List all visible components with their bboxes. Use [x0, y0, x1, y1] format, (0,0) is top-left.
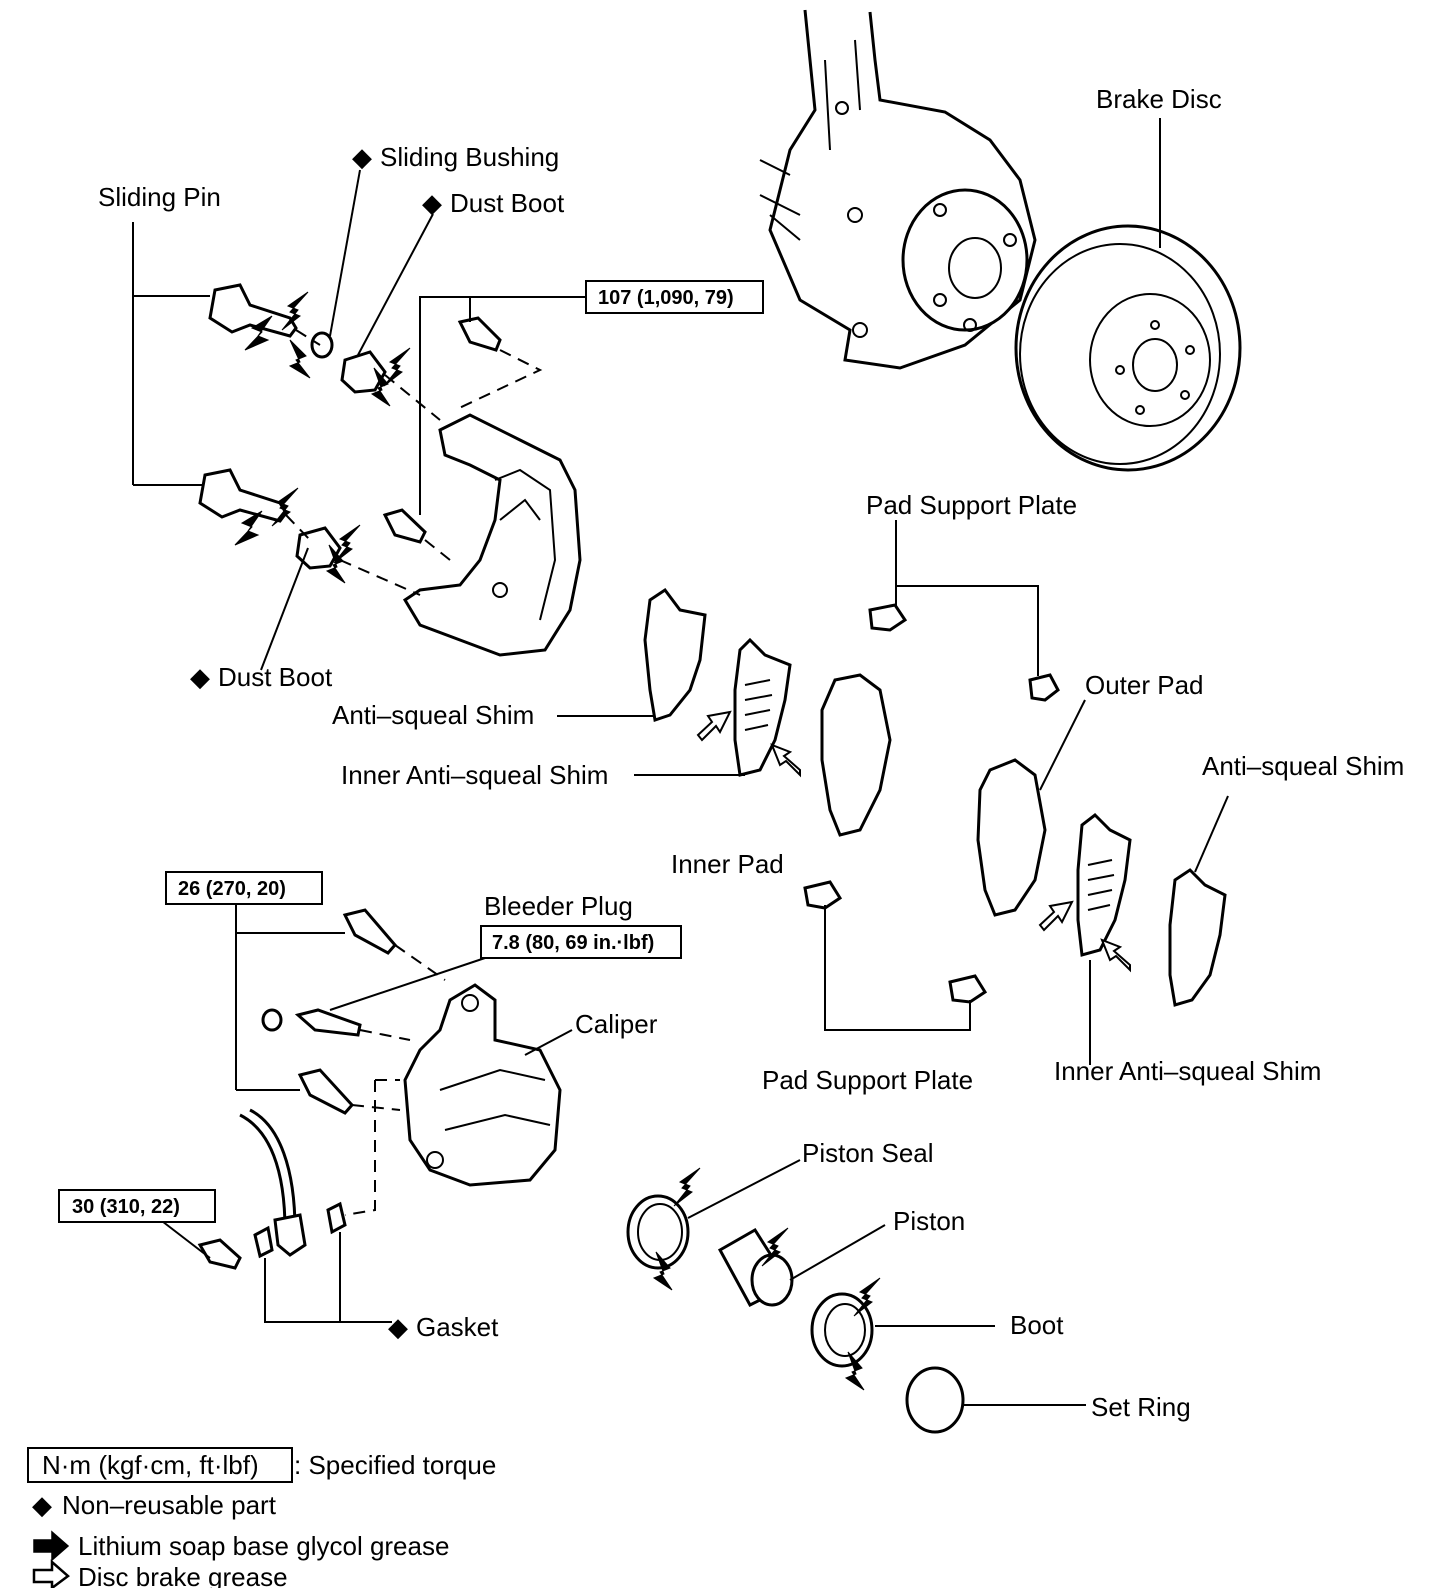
legend-torque-box	[27, 1447, 293, 1483]
brake-disc	[1014, 224, 1242, 472]
sliding-pin-lower	[198, 468, 288, 523]
anti-squeal-shim-right	[1168, 868, 1227, 1007]
piston	[717, 1227, 794, 1307]
label-piston-seal: Piston Seal	[802, 1138, 934, 1168]
pad-support-plate-top-b	[1028, 673, 1060, 702]
label-dust-boot-top: Dust Boot	[450, 188, 565, 218]
label-bleeder-plug: Bleeder Plug	[484, 891, 633, 921]
label-dust-boot-bottom: Dust Boot	[218, 662, 333, 692]
label-set-ring: Set Ring	[1091, 1392, 1191, 1422]
label-anti-squeal-shim-left: Anti–squeal Shim	[332, 700, 534, 730]
set-ring	[905, 1366, 965, 1434]
pad-support-plate-top-a	[868, 603, 908, 632]
legend: N·m (kgf·cm, ft·lbf) : Specified torque …	[27, 1447, 496, 1588]
leader-lines	[132, 118, 1229, 1406]
torque-box-mount-bolt	[585, 280, 764, 314]
label-inner-anti-squeal-shim-right: Inner Anti–squeal Shim	[1054, 1056, 1321, 1086]
label-outer-pad: Outer Pad	[1085, 670, 1204, 700]
label-gasket: Gasket	[416, 1312, 499, 1342]
caliper-bolt-lower	[297, 1068, 355, 1115]
legend-disc-grease-arrow-icon	[32, 1559, 70, 1588]
label-inner-anti-squeal-shim-left: Inner Anti–squeal Shim	[341, 760, 608, 790]
label-boot: Boot	[1010, 1310, 1064, 1340]
inner-anti-squeal-shim-left	[733, 637, 792, 777]
nonreusable-mark-gasket: ◆	[388, 1312, 408, 1342]
legend-specified-torque: : Specified torque	[294, 1450, 496, 1480]
legend-nonreusable-text: Non–reusable part	[62, 1490, 277, 1520]
label-sliding-bushing: Sliding Bushing	[380, 142, 559, 172]
label-inner-pad: Inner Pad	[671, 849, 784, 879]
label-caliper: Caliper	[575, 1009, 658, 1039]
label-anti-squeal-shim-right: Anti–squeal Shim	[1202, 751, 1404, 781]
bleeder-plug	[294, 1008, 362, 1037]
inner-anti-squeal-shim-right	[1076, 813, 1132, 957]
sliding-pin-upper	[208, 283, 298, 338]
caliper-mounting-bracket	[402, 413, 582, 657]
union-bolt	[197, 1238, 242, 1270]
brake-hose	[239, 1108, 297, 1231]
legend-disc-grease-text: Disc brake grease	[78, 1562, 288, 1588]
outer-pad	[976, 758, 1047, 917]
shim-slots-left	[744, 679, 773, 731]
pad-support-plate-bottom-b	[948, 974, 988, 1004]
label-pad-support-plate-top: Pad Support Plate	[866, 490, 1077, 520]
bracket-bolt-lower	[382, 508, 427, 544]
inner-pad	[820, 673, 892, 837]
torque-caliper-bolt: 26 (270, 20)	[178, 878, 286, 900]
gasket-right	[326, 1201, 347, 1235]
torque-union-bolt: 30 (310, 22)	[72, 1196, 180, 1218]
label-piston: Piston	[893, 1206, 965, 1236]
bracket-bolt-upper	[457, 316, 502, 352]
torque-box-union-bolt	[58, 1189, 216, 1223]
dust-boot-upper	[340, 350, 387, 394]
bleeder-cap	[261, 1008, 283, 1032]
legend-lithium-text: Lithium soap base glycol grease	[78, 1531, 449, 1561]
torque-bleeder: 7.8 (80, 69 in.·lbf)	[492, 932, 654, 954]
lithium-grease-arrows	[234, 291, 881, 1391]
disc-brake-grease-arrows	[696, 710, 1131, 973]
nonreusable-mark-sliding-bushing: ◆	[352, 142, 372, 172]
union-fitting	[273, 1213, 307, 1257]
legend-nonreusable-mark: ◆	[32, 1490, 52, 1520]
shim-slots-right	[1087, 859, 1115, 911]
sliding-bushing	[310, 331, 334, 359]
piston-seal	[626, 1194, 690, 1270]
legend-lithium-arrow-icon	[33, 1530, 70, 1562]
label-pad-support-plate-bottom: Pad Support Plate	[762, 1065, 973, 1095]
torque-box-caliper-bolt	[165, 871, 323, 905]
torque-box-bleeder	[480, 925, 682, 959]
pad-support-plate-bottom-a	[803, 880, 843, 910]
steering-knuckle-hub	[759, 9, 1037, 370]
gasket-left	[253, 1225, 274, 1259]
anti-squeal-shim-left	[643, 587, 707, 722]
caliper-body	[403, 983, 562, 1187]
caliper-bolt-upper	[342, 908, 397, 955]
nonreusable-mark-dust-boot-top: ◆	[422, 188, 442, 218]
label-sliding-pin: Sliding Pin	[98, 182, 221, 212]
torque-mount-bolt: 107 (1,090, 79)	[598, 287, 734, 309]
legend-torque-units: N·m (kgf·cm, ft·lbf)	[42, 1450, 259, 1480]
nonreusable-mark-dust-boot-bottom: ◆	[190, 662, 210, 692]
label-brake-disc: Brake Disc	[1096, 84, 1222, 114]
